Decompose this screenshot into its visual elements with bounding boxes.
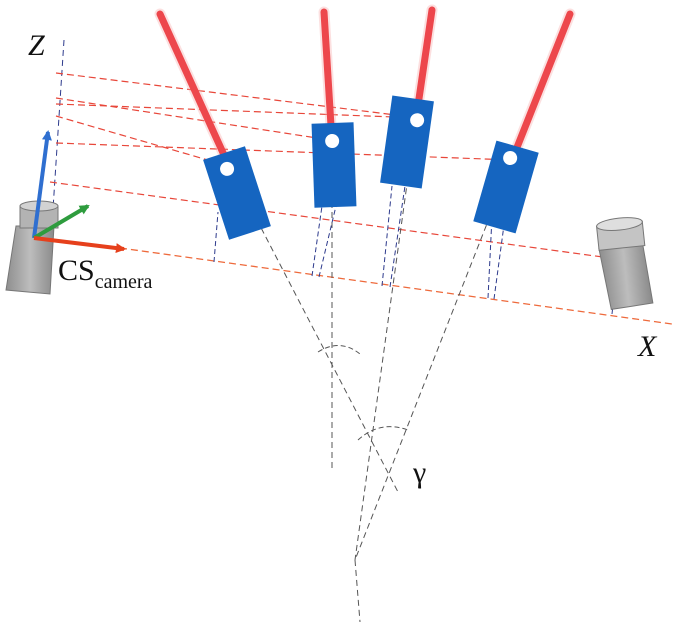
sensor-1 xyxy=(203,146,271,240)
sensor-1-marker xyxy=(220,161,235,176)
projection-line-4a xyxy=(487,216,493,299)
projection-line-2a xyxy=(311,205,323,277)
angle-arc-upper xyxy=(317,345,361,355)
laser-beams-glow xyxy=(154,4,576,172)
z-axis-line xyxy=(49,39,65,256)
camera-y-arrow xyxy=(32,204,90,240)
ref-line-5 xyxy=(49,181,611,259)
ref-line-6 xyxy=(55,115,226,166)
axes-icon xyxy=(32,130,126,253)
ref-line-4 xyxy=(55,142,513,161)
left-camera xyxy=(5,200,59,295)
angle-arc-lower xyxy=(357,426,409,441)
cs-camera-main: CS xyxy=(58,254,95,287)
construction-line-4 xyxy=(354,159,513,561)
cs-camera-label: CScamera xyxy=(58,254,153,293)
angle-arcs xyxy=(317,345,409,441)
laser-beam-1 xyxy=(156,10,233,170)
camera-x-arrow xyxy=(33,236,126,253)
camera-z-arrow xyxy=(32,130,52,239)
camera-icon xyxy=(5,200,59,295)
projection-lines xyxy=(213,185,619,315)
projection-line-3a xyxy=(381,185,393,287)
projection-line-1 xyxy=(213,211,219,263)
construction-line-3 xyxy=(354,118,417,561)
z-axis-label: Z xyxy=(28,29,45,62)
laser-beam-4 xyxy=(508,10,574,164)
camera-icon xyxy=(596,217,654,310)
x-axis-line xyxy=(119,247,673,325)
construction-lines xyxy=(228,118,513,623)
gamma-label: γ xyxy=(412,456,426,489)
sensor-2 xyxy=(311,122,357,208)
ref-line-2 xyxy=(55,97,331,141)
construction-line-5 xyxy=(354,559,361,623)
sensor-2-marker xyxy=(325,134,340,149)
projection-line-4b xyxy=(493,224,505,300)
cs-camera-subscript: camera xyxy=(95,271,153,293)
sensor-4 xyxy=(473,140,539,234)
ref-line-1 xyxy=(55,72,421,119)
sensor-3 xyxy=(380,95,434,189)
x-axis-label: X xyxy=(637,330,658,363)
sensor-3-marker xyxy=(410,113,425,128)
laser-beam-2 xyxy=(320,8,336,146)
sensor-4-marker xyxy=(503,151,518,166)
projection-line-3b xyxy=(389,185,406,288)
reference-lines xyxy=(49,72,611,259)
right-camera xyxy=(596,217,654,310)
ref-line-3 xyxy=(55,103,421,119)
projection-line-2b xyxy=(318,205,337,278)
